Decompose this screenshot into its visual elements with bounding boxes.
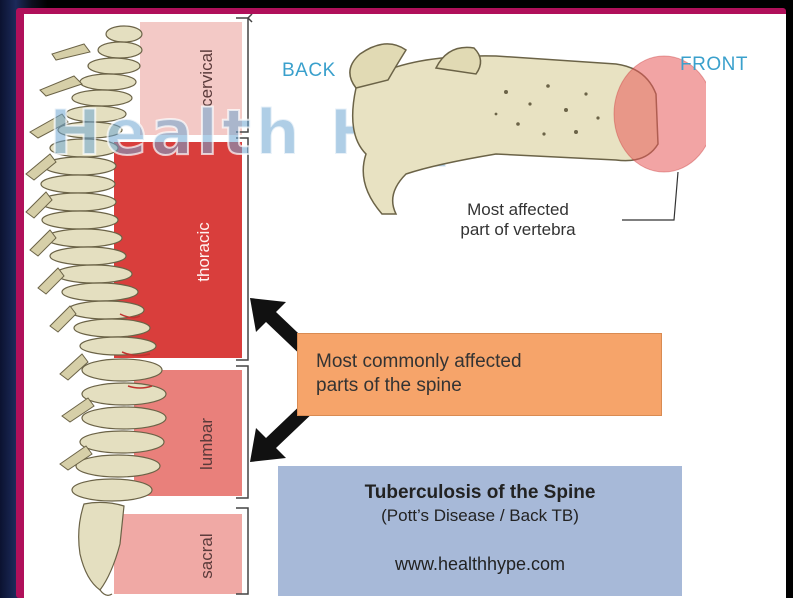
front-label: FRONT (680, 54, 748, 76)
info-box-subtitle: (Pott’s Disease / Back TB) (278, 506, 682, 526)
sacrum (79, 502, 124, 590)
vertebra-callout-line2: part of vertebra (418, 220, 618, 240)
callout-line1: Most commonly affected (316, 352, 522, 372)
vertebra-callout: Most affected part of vertebra (418, 200, 618, 240)
illustration-panel: cervical thoracic lumbar sacral (24, 14, 786, 598)
callout-box: Most commonly affected parts of the spin… (297, 333, 662, 416)
info-box: Tuberculosis of the Spine (Pott’s Diseas… (278, 466, 682, 596)
info-box-url: www.healthhype.com (278, 554, 682, 575)
callout-line2: parts of the spine (316, 376, 462, 396)
back-label: BACK (282, 60, 336, 82)
vertebra-callout-line1: Most affected (418, 200, 618, 220)
info-box-title: Tuberculosis of the Spine (278, 482, 682, 504)
